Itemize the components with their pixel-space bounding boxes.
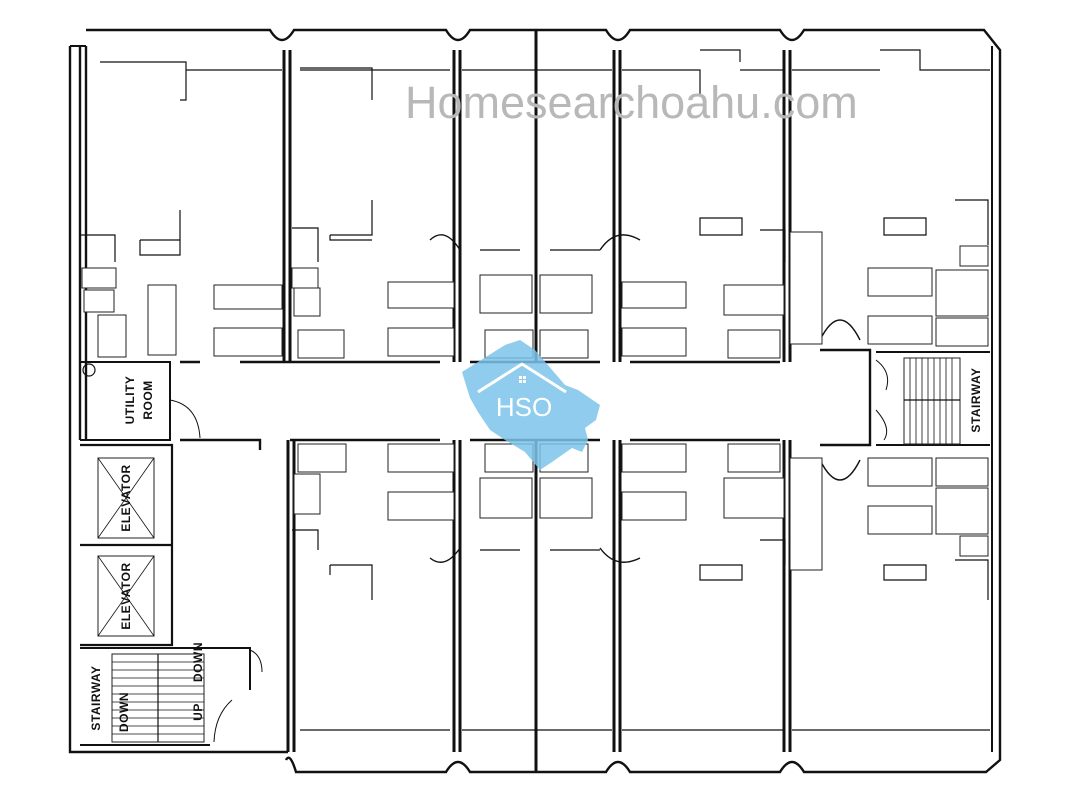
stair-down-label-1: DOWN [117,692,131,732]
fixtures [81,231,989,571]
right-stairway-label: STAIRWAY [969,367,983,432]
drain-icon [82,363,96,377]
left-stairwell [80,647,263,746]
stair-down-label-2: DOWN [191,642,205,682]
interior-partitions-top [80,49,990,262]
utility-room-label: UTILITY [123,376,137,425]
stair-up-label: UP [191,703,205,721]
oahu-island-shape [462,340,600,470]
elevator-label-1: ELEVATOR [119,464,133,531]
site-watermark: Homesearchoahu.com [405,77,858,128]
utility-room [80,361,201,441]
house-roof-icon [477,362,567,394]
hso-logo-text: HSO [496,392,552,422]
building-outline [68,28,1002,774]
interior-partitions-bottom [292,529,990,731]
left-stairway-label: STAIRWAY [89,665,103,730]
elevator-bank [80,443,174,647]
elevator-label-2: ELEVATOR [119,562,133,629]
hso-logo: HSO [462,340,600,470]
right-stairwell [875,351,990,446]
utility-room-label-2: ROOM [141,380,155,419]
